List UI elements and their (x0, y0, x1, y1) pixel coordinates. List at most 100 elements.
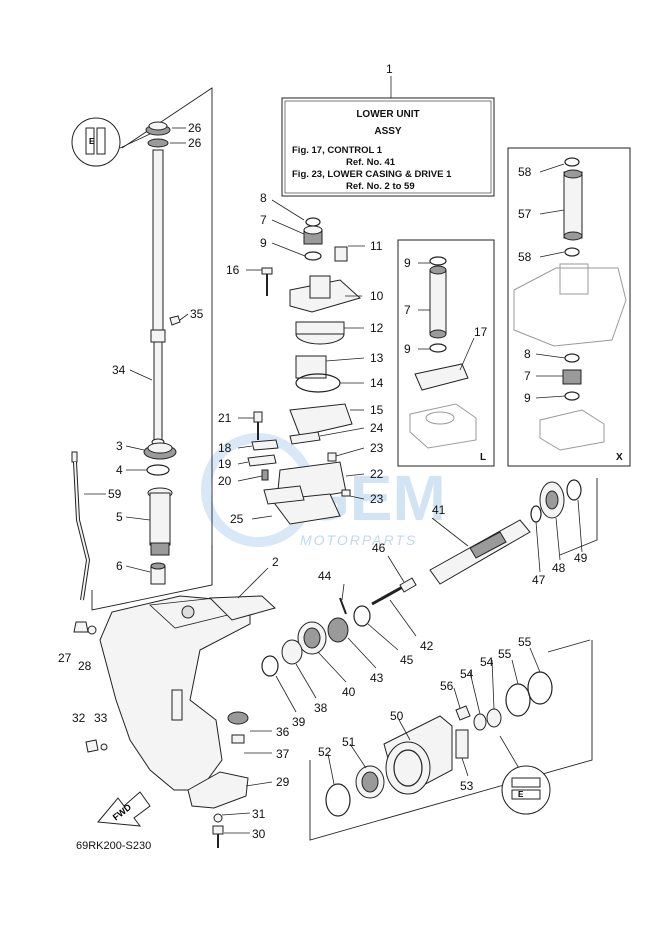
watermark-sub: MOTORPARTS (300, 532, 417, 548)
callout-27: 27 (58, 651, 72, 665)
callout-5: 5 (116, 510, 123, 524)
assembly-line5: Fig. 23, LOWER CASING & DRIVE 1 (292, 169, 452, 180)
callout-29: 29 (276, 775, 290, 789)
svg-text:E: E (89, 137, 95, 146)
callout-46: 46 (372, 541, 386, 555)
callout-33: 33 (94, 711, 108, 725)
callout-13: 13 (370, 351, 384, 365)
gear-train (261, 479, 582, 677)
callout-10: 10 (370, 289, 384, 303)
callout-x-58b: 58 (518, 250, 532, 264)
lower-casing (99, 595, 276, 791)
callout-4: 4 (116, 463, 123, 477)
variant-x-box: X (507, 147, 631, 467)
leader-lines (84, 127, 583, 834)
callout-56: 56 (440, 679, 454, 693)
callout-49: 49 (574, 551, 588, 565)
callout-43: 43 (370, 671, 384, 685)
bearing-housing-group (325, 671, 553, 817)
callout-21: 21 (218, 411, 232, 425)
callout-23b: 23 (370, 492, 384, 506)
fwd-arrow-icon: FWD (97, 791, 151, 827)
callout-x-7: 7 (524, 369, 531, 383)
assembly-ref: 1 (386, 62, 393, 76)
callout-55a: 55 (518, 635, 532, 649)
callout-34: 34 (112, 363, 126, 377)
drain-screws (85, 739, 108, 753)
callout-32: 32 (72, 711, 86, 725)
callout-l-7: 7 (404, 303, 411, 317)
callout-x-57: 57 (518, 207, 532, 221)
water-tube-group (143, 442, 177, 585)
water-pump-group (247, 217, 362, 525)
callout-2: 2 (272, 555, 279, 569)
assembly-line6: Ref. No. 2 to 59 (346, 181, 415, 192)
callout-44: 44 (318, 569, 332, 583)
seal-lubricant-icon: E (499, 735, 551, 815)
callout-52: 52 (318, 745, 332, 759)
grease-icon: E (71, 117, 151, 167)
callout-35: 35 (190, 307, 204, 321)
callout-12: 12 (370, 321, 384, 335)
callout-41: 41 (432, 503, 446, 517)
callout-40: 40 (342, 685, 356, 699)
callout-42: 42 (420, 639, 434, 653)
drawing-code: 69RK200-S230 (76, 840, 151, 852)
svg-text:E: E (518, 790, 524, 799)
variant-l-label: L (480, 452, 486, 463)
callout-36: 36 (276, 725, 290, 739)
callout-54b: 54 (460, 667, 474, 681)
callout-11: 11 (370, 239, 383, 253)
callout-26a: 26 (188, 121, 202, 135)
callout-18: 18 (218, 441, 232, 455)
callout-45: 45 (400, 653, 414, 667)
callout-8: 8 (260, 191, 267, 205)
callout-l-9a: 9 (404, 256, 411, 270)
callout-23a: 23 (370, 441, 384, 455)
callout-30: 30 (252, 827, 266, 841)
callout-15: 15 (370, 403, 384, 417)
assembly-label: 1 LOWER UNIT ASSY Fig. 17, CONTROL 1 Ref… (281, 62, 495, 197)
callout-14: 14 (370, 376, 384, 390)
callout-x-8: 8 (524, 347, 531, 361)
callout-26b: 26 (188, 136, 202, 150)
drive-shaft-group (145, 121, 181, 446)
callout-51: 51 (342, 735, 356, 749)
callout-x-9: 9 (524, 391, 531, 405)
callout-9: 9 (260, 236, 267, 250)
bolts-27-28 (73, 621, 97, 635)
callout-24: 24 (370, 421, 384, 435)
callout-x-58a: 58 (518, 165, 532, 179)
callout-l-9b: 9 (404, 342, 411, 356)
callout-25: 25 (230, 512, 244, 526)
callout-53: 53 (460, 779, 474, 793)
callout-38: 38 (314, 701, 328, 715)
callout-22: 22 (370, 467, 384, 481)
assembly-line2: ASSY (374, 126, 402, 137)
callout-3: 3 (116, 439, 123, 453)
callout-16: 16 (226, 263, 240, 277)
callout-37: 37 (276, 747, 290, 761)
callout-l-17: 17 (474, 325, 488, 339)
assembly-line4: Ref. No. 41 (346, 157, 396, 168)
variant-x-label: X (616, 452, 623, 463)
callout-6: 6 (116, 559, 123, 573)
callout-39: 39 (292, 715, 306, 729)
frame-lines (91, 87, 598, 841)
watermark: GEM MOTORPARTS (201, 433, 446, 548)
variant-l-box: L (397, 239, 495, 467)
callout-48: 48 (552, 561, 566, 575)
anode-and-bolts (187, 711, 249, 848)
shift-rod (71, 451, 91, 601)
callout-54a: 54 (480, 655, 494, 669)
callout-55b: 55 (498, 647, 512, 661)
callout-7: 7 (260, 213, 267, 227)
callout-numbers: 26 26 35 34 3 4 59 5 6 27 2 8 32 33 8 7 9… (58, 121, 588, 841)
callout-59: 59 (108, 487, 122, 501)
callout-47: 47 (532, 573, 546, 587)
callout-31: 31 (252, 807, 266, 821)
callout-19: 19 (218, 457, 232, 471)
callout-20: 20 (218, 474, 232, 488)
assembly-line1: LOWER UNIT (356, 109, 419, 120)
